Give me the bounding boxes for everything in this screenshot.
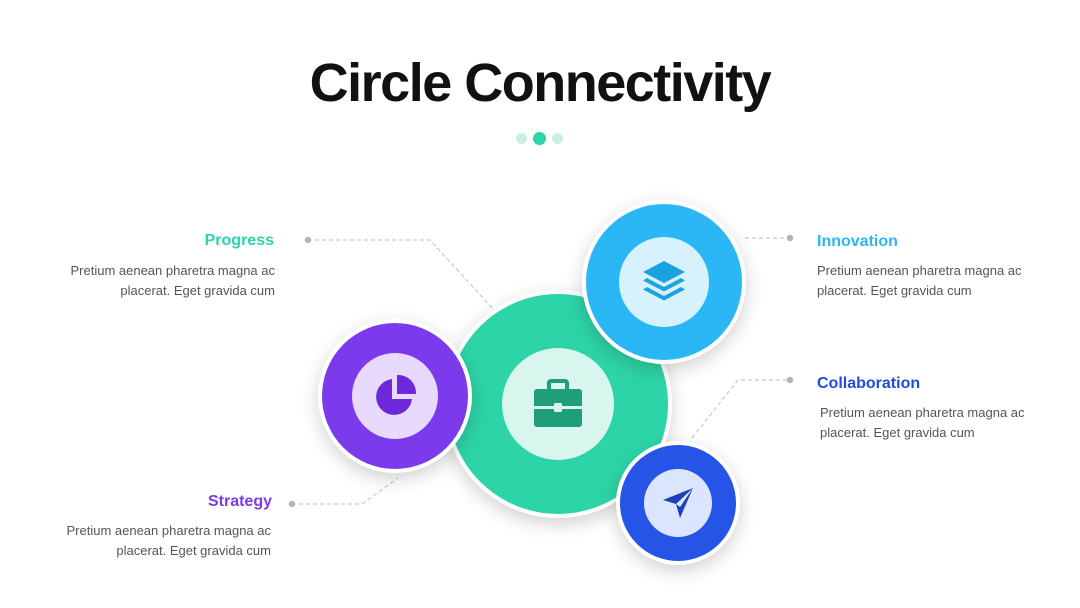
collaboration-description: Pretium aenean pharetra magna ac placera…: [820, 405, 1025, 440]
strategy-description: Pretium aenean pharetra magna ac placera…: [66, 523, 271, 558]
connector-dot: [786, 376, 794, 384]
connector-progress: [308, 239, 493, 309]
connector-strategy: [292, 477, 399, 505]
progress-label: Progress: [204, 232, 274, 249]
pagination-dot[interactable]: [516, 133, 527, 144]
connector-collaboration: [691, 379, 790, 439]
pagination-dot-active[interactable]: [533, 132, 546, 145]
connector-dot: [786, 234, 794, 242]
progress-description: Pretium aenean pharetra magna ac placera…: [70, 263, 275, 298]
connector-dot: [304, 236, 312, 244]
collaboration-icon-badge: [644, 469, 712, 537]
page-title: Circle Connectivity: [309, 53, 772, 113]
send-icon: [663, 488, 693, 518]
collaboration-label: Collaboration: [817, 375, 921, 392]
strategy-icon-badge: [352, 353, 438, 439]
strategy-label: Strategy: [207, 493, 272, 510]
strategy-circle[interactable]: [318, 319, 472, 473]
layers-icon: [643, 261, 685, 301]
connector-dot: [288, 500, 296, 508]
pagination-dot[interactable]: [552, 133, 563, 144]
pie-chart-icon: [376, 374, 417, 415]
progress-icon-badge: [502, 348, 614, 460]
innovation-icon-badge: [619, 237, 709, 327]
innovation-description: Pretium aenean pharetra magna ac placera…: [817, 263, 1022, 298]
innovation-label: Innovation: [817, 233, 898, 250]
briefcase-icon: [534, 379, 582, 427]
pagination-dots: [516, 132, 563, 145]
innovation-circle[interactable]: [582, 200, 746, 364]
collaboration-circle[interactable]: [616, 441, 740, 565]
